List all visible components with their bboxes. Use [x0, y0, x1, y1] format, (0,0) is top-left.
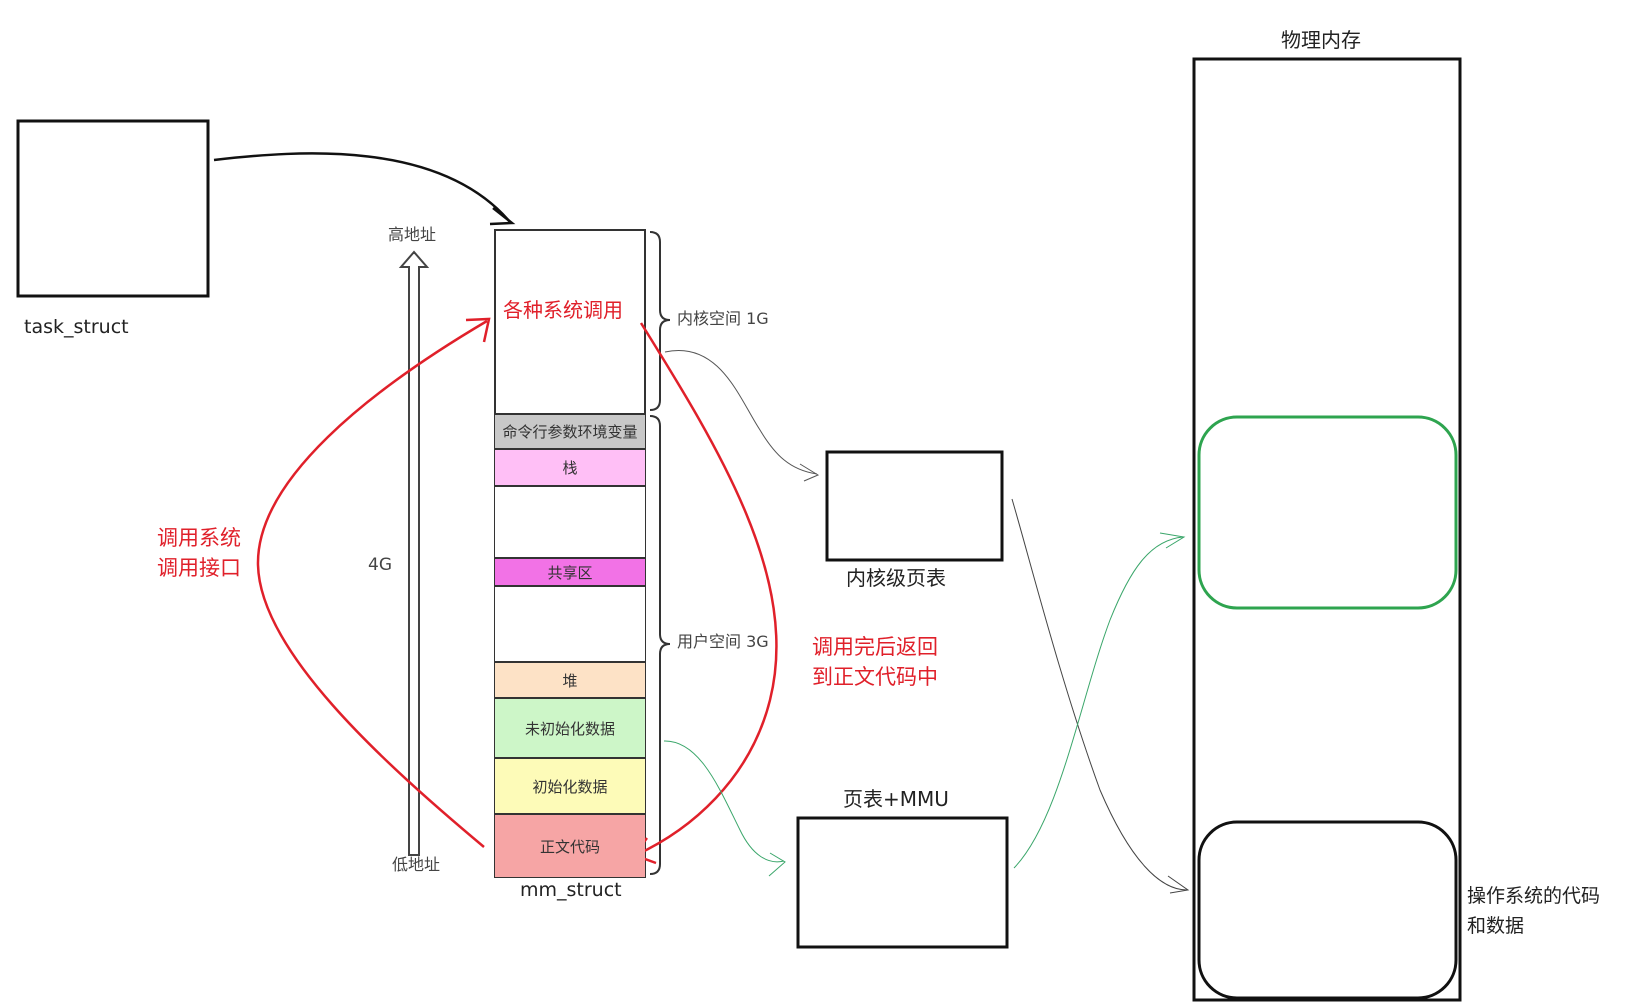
mm-struct-label: mm_struct — [520, 879, 622, 901]
return-annotation-line2: 到正文代码中 — [812, 665, 938, 689]
user-page-table-label: 页表+MMU — [843, 787, 949, 811]
segment-gap2 — [495, 587, 645, 663]
os-memory-label-line1: 操作系统的代码 — [1467, 885, 1601, 907]
kernel-page-table-box — [825, 450, 1004, 562]
segment-stack: 栈 — [495, 450, 645, 487]
high-address-label: 高地址 — [388, 225, 437, 244]
kernel-pagetable-to-os-arrow — [1011, 498, 1188, 891]
kernel-to-pagetable-arrow — [664, 349, 818, 475]
kernel-to-pagetable-arrowhead — [799, 463, 820, 482]
kernel-pagetable-to-os-arrowhead — [1167, 875, 1190, 894]
segment-data: 初始化数据 — [495, 759, 645, 815]
call-syscall-arrowhead — [465, 317, 491, 343]
task-to-mm-arrowhead — [489, 207, 516, 226]
segment-gap1 — [495, 487, 645, 559]
call-syscall-arrow — [256, 319, 488, 848]
physical-memory-box — [1192, 57, 1462, 1002]
task-to-mm-arrow — [213, 152, 511, 223]
physical-memory-title: 物理内存 — [1281, 28, 1361, 52]
address-arrow — [398, 250, 430, 856]
os-memory-region — [1197, 820, 1458, 1000]
os-memory-label-line2: 和数据 — [1467, 915, 1525, 937]
kernel-page-table-label: 内核级页表 — [846, 566, 946, 590]
call-annotation-line2: 调用接口 — [157, 556, 241, 580]
kernel-space-label: 内核空间 1G — [677, 309, 769, 328]
segment-shared: 共享区 — [495, 559, 645, 587]
call-annotation-line1: 调用系统 — [157, 526, 241, 550]
process-memory-region — [1197, 415, 1458, 610]
task-struct-label: task_struct — [24, 316, 129, 338]
mmu-to-process-arrowhead — [1159, 532, 1186, 549]
user-space-brace — [649, 415, 671, 875]
low-address-label: 低地址 — [392, 855, 441, 874]
address-space-size-label: 4G — [368, 555, 392, 575]
segment-bss: 未初始化数据 — [495, 699, 645, 759]
segment-heap: 堆 — [495, 663, 645, 699]
user-to-mmu-arrowhead — [768, 852, 786, 877]
segment-text: 正文代码 — [495, 815, 645, 877]
mmu-to-process-arrow — [1013, 536, 1184, 869]
system-call-area-label: 各种系统调用 — [503, 298, 623, 322]
user-to-mmu-arrow — [663, 740, 785, 863]
user-space-label: 用户空间 3G — [677, 632, 769, 651]
task-struct-box — [16, 119, 210, 298]
kernel-space-brace — [649, 231, 671, 411]
user-page-table-box — [796, 816, 1009, 949]
segment-cmdline: 命令行参数环境变量 — [495, 415, 645, 450]
return-annotation-line1: 调用完后返回 — [812, 635, 938, 659]
return-arrow — [635, 322, 778, 857]
